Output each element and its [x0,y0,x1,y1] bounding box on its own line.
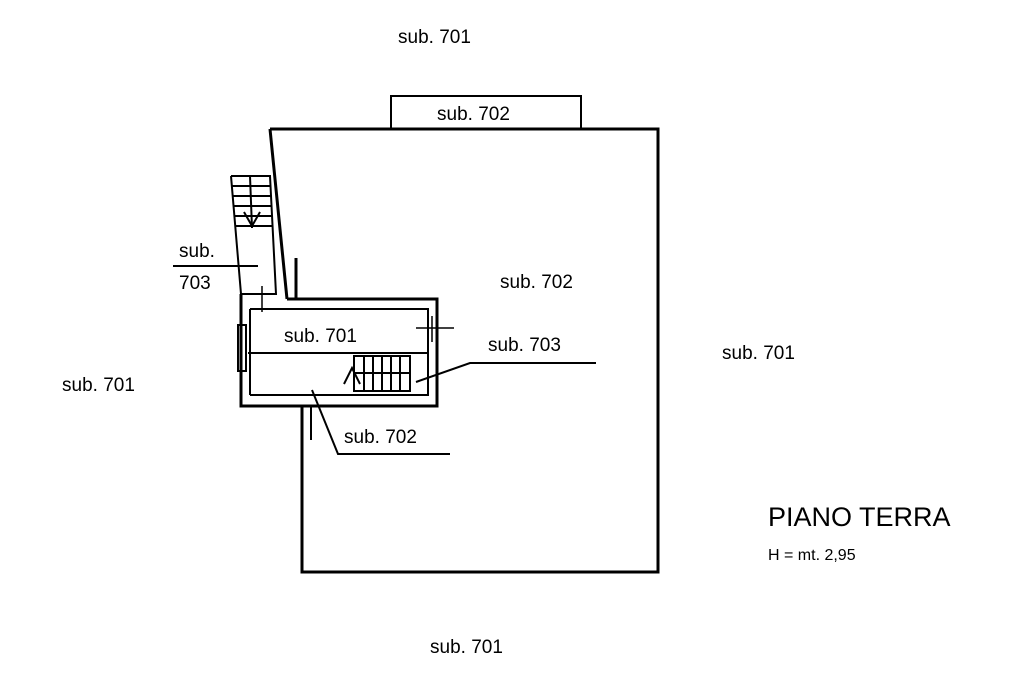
label-sub701-top: sub. 701 [398,27,471,48]
inner-room-left-wall [239,294,302,408]
label-sub701-bottom: sub. 701 [430,637,503,658]
label-sub702-main: sub. 702 [500,272,573,293]
leader-sub702-lower [311,389,450,455]
label-sub703-stair: sub. 703 [488,335,561,356]
label-sub702-lower: sub. 702 [344,427,417,448]
label-sub703-left-line1: sub. [179,241,215,262]
label-sub702-porch: sub. 702 [437,104,510,125]
leader-sub703-stair [415,362,596,383]
door-jamb-left [237,324,247,372]
floor-height: H = mt. 2,95 [768,547,856,564]
floor-title: PIANO TERRA [768,502,951,532]
internal-stair [343,355,411,392]
label-sub701-inner: sub. 701 [284,326,357,347]
inner-room-outline [287,297,439,408]
main-building-left-wall [268,128,289,300]
label-sub701-left: sub. 701 [62,375,135,396]
external-stair [230,175,278,295]
label-sub703-left-line2: 703 [179,273,211,294]
main-building-outline [270,127,660,574]
label-sub701-right: sub. 701 [722,343,795,364]
